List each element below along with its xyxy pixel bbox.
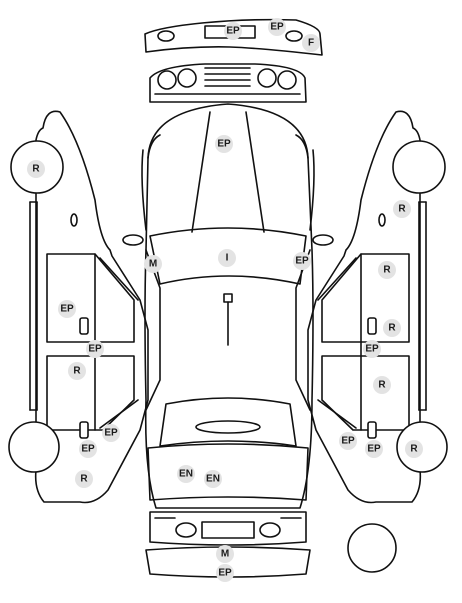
marker-right-rear-wheel[interactable]: R [405,440,423,458]
marker-right-rear-quarter[interactable]: EP [339,432,357,450]
marker-right-front-door[interactable]: R [378,261,396,279]
marker-right-rear-handle[interactable]: EP [365,440,383,458]
left-rear-door-handle[interactable] [79,421,89,439]
svg-text:R: R [398,204,406,215]
marker-front-plate[interactable]: EP [224,22,242,40]
left-rear-wheel[interactable] [8,421,60,473]
marker-rear-bumper-low[interactable]: EP [216,564,234,582]
marker-front-bumper-corner[interactable]: F [302,34,320,52]
marker-right-front-handle[interactable]: R [383,319,401,337]
sunroof-marker [223,293,233,303]
left-front-door-handle[interactable] [79,317,89,335]
svg-text:M: M [221,549,229,560]
svg-text:R: R [383,265,391,276]
left-front-door[interactable] [46,253,135,343]
marker-front-bumper[interactable]: EP [268,18,286,36]
svg-text:R: R [73,366,81,377]
svg-text:EP: EP [217,139,231,150]
svg-text:EP: EP [270,22,284,33]
svg-text:R: R [410,444,418,455]
marker-left-rear-handle[interactable]: EP [79,440,97,458]
svg-text:EN: EN [206,474,220,485]
svg-text:EN: EN [179,469,193,480]
marker-windshield[interactable]: I [218,249,236,267]
front-grille[interactable] [149,63,307,103]
right-rear-door[interactable] [321,355,410,431]
svg-text:EP: EP [295,256,309,267]
svg-text:EP: EP [341,436,355,447]
right-mirror-top[interactable] [312,234,334,246]
marker-right-front-wheel[interactable]: R [393,200,411,218]
marker-left-rear-quarter[interactable]: EP [102,424,120,442]
svg-text:EP: EP [88,344,102,355]
marker-right-mirror[interactable]: EP [293,252,311,270]
svg-text:EP: EP [218,568,232,579]
svg-text:R: R [32,164,40,175]
svg-text:R: R [378,380,386,391]
front-fog-light-left [157,30,175,42]
marker-left-mirror[interactable]: M [144,255,162,273]
marker-left-front-wheel[interactable]: R [27,160,45,178]
marker-trunk-right[interactable]: EN [204,470,222,488]
svg-text:EP: EP [60,304,74,315]
marker-left-front-sill[interactable]: EP [86,340,104,358]
spare-wheel[interactable] [347,523,397,573]
trunk-lid[interactable] [147,443,309,501]
right-rear-door-handle[interactable] [367,421,377,439]
marker-rear-bumper-mid[interactable]: M [216,545,234,563]
svg-text:EP: EP [226,26,240,37]
rear-license-plate [201,521,255,539]
marker-left-rear-wheel[interactable]: R [75,470,93,488]
marker-right-front-sill[interactable]: EP [363,340,381,358]
rear-bumper[interactable] [145,546,311,578]
rear-window[interactable] [159,397,297,447]
svg-text:EP: EP [367,444,381,455]
marker-right-rear-door[interactable]: R [373,376,391,394]
right-front-door-handle[interactable] [367,317,377,335]
right-fender-top [309,149,315,231]
marker-left-front-door[interactable]: EP [58,300,76,318]
right-front-door[interactable] [321,253,410,343]
front-fog-light-right [285,30,303,42]
right-front-wheel[interactable] [392,140,446,194]
svg-text:EP: EP [365,344,379,355]
svg-text:R: R [80,474,88,485]
marker-trunk-left[interactable]: EN [177,465,195,483]
svg-text:F: F [308,38,314,49]
svg-text:EP: EP [104,428,118,439]
svg-text:EP: EP [81,444,95,455]
rear-view[interactable] [149,511,307,546]
damage-markers: EP EP F EP R I M EP EP EP R EP EP R EN E… [27,18,423,582]
marker-left-rear-door[interactable]: R [68,362,86,380]
svg-text:M: M [149,259,157,270]
left-rear-door[interactable] [46,355,135,431]
left-mirror-top[interactable] [122,234,144,246]
car-body-top[interactable] [122,103,334,509]
left-fender-top [141,149,147,231]
marker-hood[interactable]: EP [215,135,233,153]
svg-text:I: I [226,253,229,264]
svg-text:R: R [388,323,396,334]
